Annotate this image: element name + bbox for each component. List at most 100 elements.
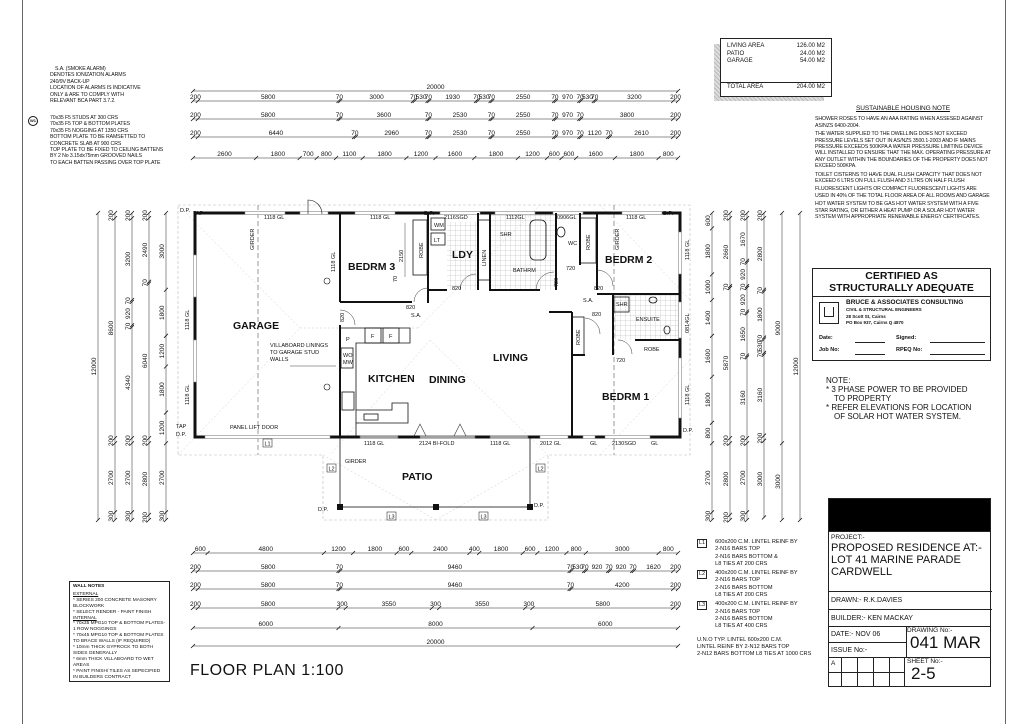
lintel-tag: L2 bbox=[697, 570, 708, 580]
dimension-tick bbox=[337, 116, 343, 122]
dimension-tick bbox=[475, 98, 480, 104]
revision-letter: A bbox=[831, 660, 836, 667]
dimension-label: 1200 bbox=[545, 546, 560, 553]
dimension-label: 1000 bbox=[705, 280, 712, 295]
label-downpipe: D.P. bbox=[424, 211, 434, 217]
dimension-label: 200 bbox=[670, 564, 681, 571]
label-robe: ROBE bbox=[419, 242, 425, 258]
cert-job-field[interactable] bbox=[855, 354, 885, 355]
dimension-tick bbox=[583, 550, 589, 556]
dimension-tick bbox=[675, 550, 681, 556]
cert-date-field[interactable] bbox=[855, 342, 885, 343]
dimension-label: 200 bbox=[670, 130, 681, 137]
dimension-tick bbox=[163, 440, 169, 446]
dimension-tick bbox=[593, 98, 598, 104]
dimension-tick bbox=[337, 568, 343, 574]
dimension-label: 2530 bbox=[453, 130, 468, 137]
dimension-label: 3000 bbox=[159, 244, 166, 259]
dimension-label: 70 bbox=[425, 112, 433, 119]
dimension-tick bbox=[522, 605, 528, 611]
lintel-uno-line: U.N.O TYP. LINTEL 600x200 C.M. bbox=[697, 636, 783, 643]
dimension-tick bbox=[670, 605, 676, 611]
cert-signed-field[interactable] bbox=[930, 342, 985, 343]
note-line: BY 2 No 3.15dx75mm GROOVED NAILS bbox=[50, 153, 142, 160]
dimension-label: 200 bbox=[142, 512, 149, 523]
door-size: 820 bbox=[340, 313, 346, 322]
door-swings[interactable] bbox=[339, 269, 633, 355]
lintel-line: 2-N16 BARS TOP bbox=[715, 577, 760, 584]
garage-entry-door[interactable] bbox=[307, 199, 323, 215]
dimension-tick bbox=[433, 155, 438, 161]
dimension-tick bbox=[744, 309, 750, 314]
window-label: 1118 GL bbox=[264, 215, 284, 221]
dimension-tick bbox=[581, 568, 587, 574]
dimension-tick bbox=[343, 605, 349, 611]
dimension-label: 3200 bbox=[125, 251, 132, 266]
dimension-label: 9460 bbox=[448, 564, 463, 571]
dimension-label: 70 bbox=[351, 130, 359, 137]
cert-rpeq-field[interactable] bbox=[930, 354, 985, 355]
dimension-tick bbox=[591, 98, 597, 104]
dimension-label: 300 bbox=[337, 601, 348, 608]
dimension-tick bbox=[129, 323, 135, 328]
dimension-tick bbox=[336, 98, 341, 104]
dimension-label: 70 bbox=[629, 564, 637, 571]
dimension-tick bbox=[333, 155, 339, 161]
dimension-tick bbox=[675, 643, 681, 649]
note-line: 70x35 F5 TOP & BOTTOM PLATES bbox=[50, 121, 131, 128]
dimension-label: 1800 bbox=[271, 151, 286, 158]
area-total-value: 204.00 M2 bbox=[796, 84, 825, 90]
project-line: LOT 41 MARINE PARADE bbox=[831, 554, 961, 566]
dimension-label: 1800 bbox=[368, 546, 383, 553]
wall-notes-internal-title: INTERNAL bbox=[73, 615, 97, 621]
dimension-label: 200 bbox=[723, 512, 730, 523]
dimension-tick bbox=[761, 215, 767, 221]
lintel-line: 400x200 C.M. LINTEL REINF BY bbox=[715, 570, 798, 577]
dimension-label: 70 bbox=[425, 130, 433, 137]
dimension-tick bbox=[631, 568, 637, 574]
room-label-bedroom-1: BEDRM 1 bbox=[602, 391, 649, 403]
window-label: 1118 GL bbox=[685, 240, 691, 260]
dimension-label: 3000 bbox=[757, 471, 764, 486]
dimension-label: 4200 bbox=[615, 582, 630, 589]
dimension-label: 3160 bbox=[740, 390, 747, 405]
dimension-label: 970 bbox=[562, 112, 573, 119]
smoke-alarm-notes: S.A. (SMOKE ALARM) DENOTES IONIZATION AL… bbox=[50, 66, 141, 104]
dimension-tick bbox=[744, 215, 750, 221]
dimension-tick bbox=[195, 568, 201, 574]
dimension-tick bbox=[797, 517, 803, 523]
dimension-label: 5800 bbox=[261, 564, 276, 571]
dimension-tick bbox=[607, 134, 613, 140]
dimension-tick bbox=[530, 625, 535, 631]
dimension-label: 920 bbox=[740, 294, 747, 305]
bifold-door[interactable] bbox=[413, 423, 467, 437]
dimension-tick bbox=[146, 435, 152, 441]
drawing-number: 041 MAR bbox=[910, 633, 981, 652]
wall-note-item: * 6mm THICK VILLABOARD TO WET AREAS bbox=[73, 656, 154, 668]
dimension-label: 1600 bbox=[705, 349, 712, 364]
label-wall-oven: WO bbox=[343, 353, 353, 359]
door-size: 820 bbox=[452, 286, 461, 292]
dimension-tick bbox=[629, 568, 635, 574]
dimension-tick bbox=[146, 210, 152, 216]
dimension-label: 3200 bbox=[627, 94, 642, 101]
dimension-tick bbox=[163, 410, 169, 415]
dimension-label: 300 bbox=[430, 601, 441, 608]
dimension-label: 70 bbox=[336, 564, 344, 571]
laundry-tiles bbox=[447, 222, 479, 290]
dimension-tick bbox=[129, 435, 135, 441]
dimension-label: 1800 bbox=[705, 244, 712, 259]
dimension-label: 4800 bbox=[259, 546, 274, 553]
dimension-label: 2960 bbox=[384, 130, 399, 137]
dimension-tick bbox=[544, 155, 550, 161]
label-tap: TAP bbox=[176, 424, 187, 430]
dimension-tick bbox=[190, 88, 196, 94]
dimension-tick bbox=[675, 98, 681, 104]
dimension-label: 70 bbox=[125, 322, 132, 330]
dimension-tick bbox=[583, 568, 589, 574]
room-label-living: LIVING bbox=[493, 352, 528, 364]
cert-signed-label: Signed: bbox=[896, 335, 917, 341]
sustainable-housing-note: SUSTAINABLE HOUSING NOTE SHOWER ROSES TO… bbox=[815, 105, 991, 223]
dimension-label: 920 bbox=[592, 564, 603, 571]
